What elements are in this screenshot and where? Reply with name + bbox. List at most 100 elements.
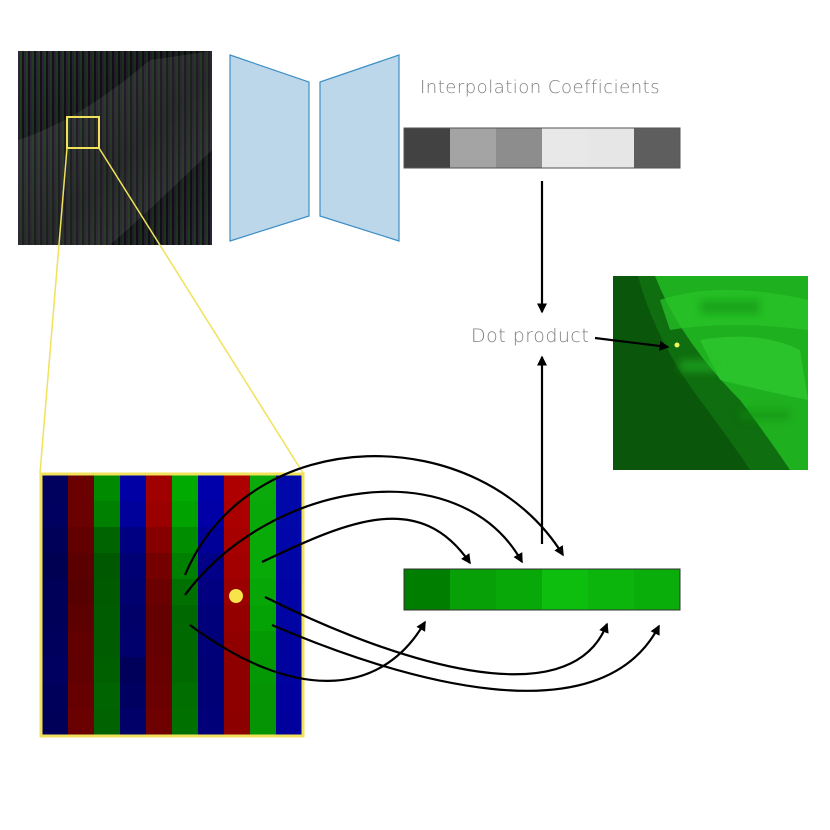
mosaic-pixel: [120, 657, 147, 684]
mosaic-pixel: [198, 657, 225, 684]
coefficient-cell: [450, 128, 496, 168]
mosaic-pixel: [68, 475, 95, 502]
mosaic-pixel: [224, 631, 251, 658]
raw-sensor-image: [18, 51, 212, 245]
mosaic-pixel: [68, 527, 95, 554]
mosaic-pixel: [94, 709, 121, 736]
mosaic-pixel: [42, 605, 69, 632]
green-output-image: [613, 276, 808, 470]
arrow-neighbor-4: [189, 620, 426, 682]
mosaic-pixel: [172, 501, 199, 528]
coefficients-label: Interpolation Coefficients: [420, 77, 661, 98]
zoom-connector-right: [98, 147, 304, 474]
network-decoder: [319, 54, 400, 242]
mosaic-pixel: [94, 501, 121, 528]
mosaic-pixel: [198, 709, 225, 736]
mosaic-pixel: [68, 657, 95, 684]
mosaic-pixel: [250, 683, 277, 710]
mosaic-pixel: [42, 631, 69, 658]
mosaic-pixel: [224, 553, 251, 580]
mosaic-pixel: [120, 553, 147, 580]
mosaic-pixel: [250, 605, 277, 632]
mosaic-pixel: [42, 683, 69, 710]
mosaic-pixel: [120, 475, 147, 502]
mosaic-pixel: [42, 657, 69, 684]
green-bar-outline: [403, 568, 681, 611]
mosaic-pixel: [146, 527, 173, 554]
network-shape: [229, 54, 400, 242]
output-pixel-marker: [674, 342, 680, 348]
mosaic-pixel: [94, 683, 121, 710]
mosaic-pixel: [198, 631, 225, 658]
mosaic-pixel: [198, 683, 225, 710]
zoom-region-box: [66, 116, 100, 149]
mosaic-pixel: [198, 605, 225, 632]
mosaic-pixel: [198, 501, 225, 528]
mosaic-pixel: [42, 475, 69, 502]
arrow-neighbor-6: [271, 623, 660, 692]
mosaic-pixel: [250, 501, 277, 528]
mosaic-pixel: [120, 527, 147, 554]
mosaic-pixel: [120, 501, 147, 528]
green-value-cell: [404, 569, 450, 610]
mosaic-pixel: [68, 683, 95, 710]
mosaic-pixel: [42, 553, 69, 580]
mosaic-pixel: [146, 709, 173, 736]
mosaic-pixel: [68, 631, 95, 658]
mosaic-pixel: [42, 527, 69, 554]
mosaic-pixel: [68, 553, 95, 580]
mosaic-pixel: [120, 579, 147, 606]
mosaic-pixel: [172, 527, 199, 554]
dot-product-label: Dot product: [471, 325, 590, 347]
coefficient-cell: [496, 128, 542, 168]
green-value-cell: [450, 569, 496, 610]
mosaic-pixel: [68, 501, 95, 528]
mosaic-pixel: [146, 631, 173, 658]
green-values-bar: [403, 568, 681, 611]
mosaic-pixel: [146, 605, 173, 632]
mosaic-pixel: [276, 683, 303, 710]
green-value-cell: [496, 569, 542, 610]
mosaic-pixel: [224, 501, 251, 528]
mosaic-pixel: [172, 631, 199, 658]
green-value-cell: [542, 569, 588, 610]
mosaic-pixel: [276, 475, 303, 502]
mosaic-pixel: [172, 709, 199, 736]
zoom-connector-left: [39, 147, 68, 474]
arrow-neighbor-3: [261, 517, 471, 565]
mosaic-pixel: [146, 579, 173, 606]
mosaic-pixel: [146, 657, 173, 684]
mosaic-pixel: [120, 631, 147, 658]
mosaic-pixel: [94, 553, 121, 580]
green-value-cell: [634, 569, 680, 610]
mosaic-pixel: [250, 631, 277, 658]
zoomed-mosaic-patch: [42, 475, 303, 736]
mosaic-pixel: [68, 709, 95, 736]
coefficient-bar: [403, 127, 681, 169]
mosaic-pixel: [224, 657, 251, 684]
mosaic-pixel: [94, 605, 121, 632]
mosaic-pixel: [172, 683, 199, 710]
mosaic-pixel: [224, 683, 251, 710]
mosaic-pixel: [224, 605, 251, 632]
mosaic-pixel: [146, 501, 173, 528]
mosaic-pixel: [276, 709, 303, 736]
mosaic-pixel: [94, 475, 121, 502]
mosaic-pixel: [120, 605, 147, 632]
zoom-callout: [39, 116, 304, 474]
mosaic-pixel: [172, 475, 199, 502]
mosaic-pixel: [120, 709, 147, 736]
mosaic-pixel: [42, 579, 69, 606]
mosaic-pixel: [250, 475, 277, 502]
mosaic-pixel: [120, 683, 147, 710]
coefficient-bar-outline: [403, 127, 681, 169]
mosaic-pixel: [276, 657, 303, 684]
coefficient-cell: [542, 128, 588, 168]
mosaic-pixel: [198, 579, 225, 606]
arrow-neighbor-2: [184, 490, 523, 596]
mosaic-pixel: [198, 475, 225, 502]
arrow-dot-to-output: [594, 336, 670, 351]
coefficient-cell: [404, 128, 450, 168]
mosaic-pixel: [276, 579, 303, 606]
